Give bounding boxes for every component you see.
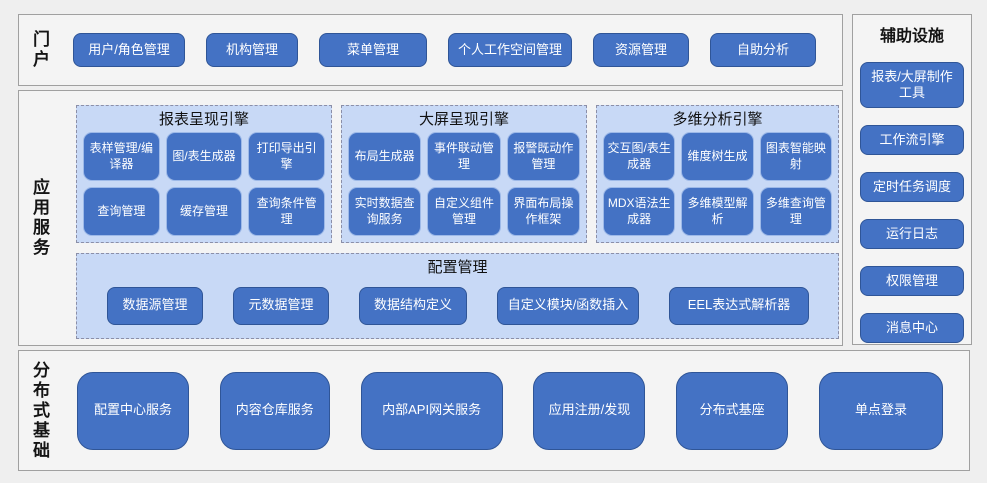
- node-print-export-engine: 打印导出引擎: [248, 132, 325, 181]
- node-config-center-service: 配置中心服务: [77, 371, 189, 450]
- node-datasource-mgmt: 数据源管理: [107, 286, 203, 325]
- node-message-center: 消息中心: [860, 313, 964, 343]
- node-menu-mgmt: 菜单管理: [319, 33, 427, 67]
- node-custom-module-insert: 自定义模块/函数插入: [497, 286, 639, 325]
- portal-section: 门户 用户/角色管理 机构管理 菜单管理 个人工作空间管理 资源管理 自助分析: [18, 14, 843, 86]
- report-engine-title: 报表呈现引擎: [158, 111, 249, 128]
- node-realtime-data-query: 实时数据查询服务: [348, 187, 422, 236]
- node-cache-mgmt: 缓存管理: [165, 187, 243, 236]
- node-custom-component-mgmt: 自定义组件管理: [427, 187, 501, 236]
- portal-section-label: 门户: [33, 29, 50, 69]
- node-distributed-base: 分布式基座: [676, 371, 789, 450]
- node-interactive-chart-generator: 交互图/表生成器: [603, 132, 676, 181]
- node-smart-chart-mapping: 图表智能映射: [759, 132, 832, 181]
- node-ui-layout-framework: 界面布局操作框架: [506, 187, 580, 236]
- node-query-condition-mgmt: 查询条件管理: [248, 187, 325, 236]
- config-mgmt-row: 数据源管理 元数据管理 数据结构定义 自定义模块/函数插入 EEL表达式解析器: [77, 279, 838, 338]
- auxiliary-section-label: 辅助设施: [879, 28, 944, 45]
- node-data-structure-def: 数据结构定义: [359, 286, 467, 325]
- node-self-analysis: 自助分析: [710, 33, 816, 67]
- node-org-mgmt: 机构管理: [206, 33, 298, 67]
- node-single-sign-on: 单点登录: [818, 371, 943, 450]
- node-multidim-model-parsing: 多维模型解析: [681, 187, 754, 236]
- foundation-section: 分布式基础 配置中心服务 内容仓库服务 内部API网关服务 应用注册/发现 分布…: [18, 350, 970, 471]
- node-resource-mgmt: 资源管理: [593, 33, 689, 67]
- bigscreen-engine-panel: 大屏呈现引擎 布局生成器 事件联动管理 报警既动作管理 实时数据查询服务 自定义…: [341, 105, 587, 243]
- node-query-mgmt: 查询管理: [83, 187, 160, 236]
- foundation-button-row: 配置中心服务 内容仓库服务 内部API网关服务 应用注册/发现 分布式基座 单点…: [77, 351, 943, 470]
- olap-engine-title: 多维分析引擎: [672, 111, 763, 128]
- node-scheduled-task: 定时任务调度: [860, 172, 964, 202]
- node-internal-api-gateway: 内部API网关服务: [360, 371, 503, 450]
- node-multidim-query-mgmt: 多维查询管理: [759, 187, 832, 236]
- app-services-section-label: 应用服务: [33, 177, 50, 258]
- app-services-section: 应用服务 报表呈现引擎 表样管理/编译器 图/表生成器 打印导出引擎 查询管理 …: [18, 90, 843, 346]
- node-alarm-action-mgmt: 报警既动作管理: [506, 132, 580, 181]
- node-content-repo-service: 内容仓库服务: [219, 371, 330, 450]
- foundation-section-label: 分布式基础: [33, 360, 50, 460]
- node-metadata-mgmt: 元数据管理: [233, 286, 329, 325]
- report-engine-panel: 报表呈现引擎 表样管理/编译器 图/表生成器 打印导出引擎 查询管理 缓存管理 …: [76, 105, 332, 243]
- node-layout-generator: 布局生成器: [348, 132, 422, 181]
- olap-engine-panel: 多维分析引擎 交互图/表生成器 维度树生成 图表智能映射 MDX语法生成器 多维…: [596, 105, 839, 243]
- node-permission-mgmt: 权限管理: [860, 266, 964, 296]
- config-mgmt-panel: 配置管理 数据源管理 元数据管理 数据结构定义 自定义模块/函数插入 EEL表达…: [76, 253, 839, 339]
- node-user-role-mgmt: 用户/角色管理: [73, 33, 185, 67]
- node-run-log: 运行日志: [860, 219, 964, 249]
- bigscreen-engine-grid: 布局生成器 事件联动管理 报警既动作管理 实时数据查询服务 自定义组件管理 界面…: [342, 131, 586, 242]
- olap-engine-grid: 交互图/表生成器 维度树生成 图表智能映射 MDX语法生成器 多维模型解析 多维…: [597, 131, 838, 242]
- node-style-mgmt-compiler: 表样管理/编译器: [83, 132, 160, 181]
- bigscreen-engine-title: 大屏呈现引擎: [418, 111, 509, 128]
- auxiliary-section: 辅助设施 报表/大屏制作工具 工作流引擎 定时任务调度 运行日志 权限管理 消息…: [852, 14, 972, 345]
- node-workflow-engine: 工作流引擎: [860, 125, 964, 155]
- node-app-register-discovery: 应用注册/发现: [533, 371, 646, 450]
- node-workspace-mgmt: 个人工作空间管理: [448, 33, 572, 67]
- node-event-linkage-mgmt: 事件联动管理: [427, 132, 501, 181]
- node-dimension-tree-generation: 维度树生成: [681, 132, 754, 181]
- config-mgmt-title: 配置管理: [427, 259, 488, 276]
- report-engine-grid: 表样管理/编译器 图/表生成器 打印导出引擎 查询管理 缓存管理 查询条件管理: [77, 131, 331, 242]
- node-eel-expression-parser: EEL表达式解析器: [669, 286, 809, 325]
- node-chart-table-generator: 图/表生成器: [165, 132, 243, 181]
- node-report-bigscreen-tool: 报表/大屏制作工具: [860, 62, 964, 108]
- portal-button-row: 用户/角色管理 机构管理 菜单管理 个人工作空间管理 资源管理 自助分析: [73, 15, 832, 85]
- node-mdx-syntax-generator: MDX语法生成器: [603, 187, 676, 236]
